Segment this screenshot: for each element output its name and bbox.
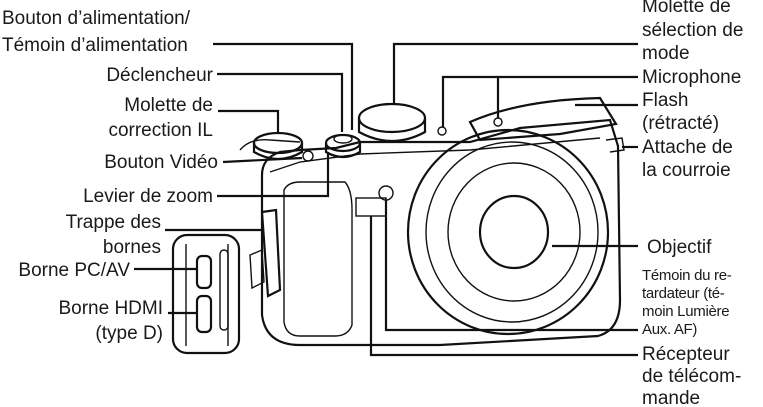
mode-dial-top [357,102,427,134]
label-remote-line1: Récepteur [642,344,730,365]
label-mode-dial-line3: mode [642,43,690,64]
leader-exposure-dial [218,109,280,133]
label-mode-dial-line1: Molette de [642,0,731,17]
label-flash-line1: Flash [642,90,688,111]
label-self-timer-line2: tardateur (té- [642,285,725,302]
label-terminal-cover-line1: Trappe des [66,212,161,233]
label-hdmi-line2: (type D) [95,323,163,344]
leader-shutter [217,72,344,132]
label-remote-line3: mande [642,388,700,407]
label-self-timer-line3: moin Lumière [642,303,729,320]
label-power-line1: Bouton d’alimentation/ [2,8,191,29]
leader-zoom-lever [217,152,330,198]
camera-front-illustration [171,96,625,355]
label-microphone: Microphone [642,67,741,88]
remote-receiver-window [355,197,387,217]
lens-barrel-outer [406,128,610,336]
lens-ring-2 [447,162,581,302]
label-power-line2: Témoin d’alimentation [2,35,188,56]
label-self-timer-line1: Témoin du re- [642,267,732,284]
leader-self-timer [384,200,638,332]
terminal-cover-door [260,208,282,298]
label-strap-line1: Attache de [642,137,733,158]
label-zoom-lever: Levier de zoom [83,186,213,207]
leader-power [213,42,354,130]
pc-av-terminal [195,254,213,290]
top-plate-edge [269,137,601,173]
terminal-cover-latch [249,248,265,290]
label-strap-line2: la courroie [642,160,731,181]
hdmi-terminal [195,294,213,334]
camera-body [260,118,622,347]
label-video-button: Bouton Vidéo [104,152,218,173]
leader-lines [134,42,638,357]
grip-panel [283,181,353,337]
leader-remote [369,216,638,357]
label-hdmi-line1: Borne HDMI [58,298,163,319]
terminal-cover-hinge [219,249,229,331]
video-button [302,150,314,162]
label-remote-line2: de télécom- [642,366,741,387]
lens-ring-1 [425,141,599,323]
lens-glass [478,194,550,270]
terminal-inset-frame [171,233,241,355]
labels-left: Bouton d’alimentation/ Témoin d’alimenta… [2,8,218,344]
label-terminal-cover-line2: bornes [103,237,161,258]
top-surface [239,139,301,151]
mode-dial-side [357,118,427,142]
leader-microphone [441,75,638,127]
exposure-dial-top [252,131,304,155]
leader-mode-dial [392,42,638,104]
labels-right: Molette de sélection de mode Microphone … [642,0,743,407]
label-exposure-line1: Molette de [124,95,213,116]
label-shutter: Déclencheur [106,65,213,86]
strap-lug [605,137,625,153]
label-exposure-line2: correction IL [108,120,213,141]
label-self-timer-line4: Aux. AF) [642,321,697,338]
microphone-hole-right [493,117,503,127]
label-flash-line2: (rétracté) [642,113,719,134]
label-pc-av: Borne PC/AV [18,260,130,281]
label-lens: Objectif [647,237,712,258]
shutter-button [333,134,353,144]
zoom-lever-side [324,143,362,159]
leader-video-button [222,156,303,164]
flash-unit [468,96,618,142]
label-mode-dial-line2: sélection de [642,20,743,41]
microphone-hole-left [437,126,447,136]
